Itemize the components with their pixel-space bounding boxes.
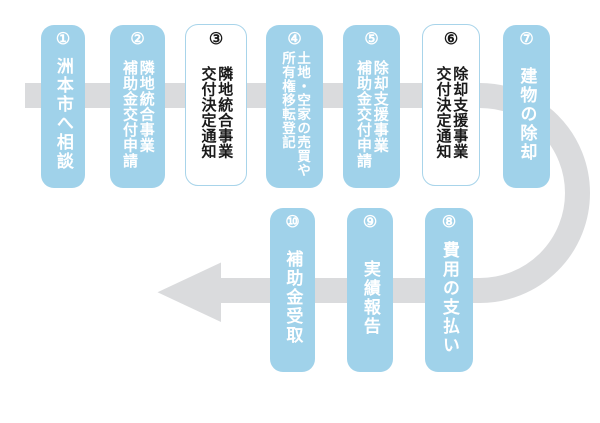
step-number: ⑤ <box>364 31 379 48</box>
step-label: 実績報告 <box>360 259 380 336</box>
step-label: 補助金交付申請 <box>355 59 372 169</box>
step-label: 費用の支払い <box>439 240 459 355</box>
step-box-10: ⑩ 補助金受取 <box>270 208 315 372</box>
step-box-1: ① 洲本市へ相談 <box>41 25 85 188</box>
step-number: ⑦ <box>519 31 534 48</box>
step-box-4: ④ 土地・空家の売買や 所有権移転登記 <box>266 25 323 188</box>
step-label: 隣地統合事業 <box>137 59 155 153</box>
step-box-7: ⑦ 建物の除却 <box>503 25 550 188</box>
step-box-3: ③ 隣地統合事業 交付決定通知 <box>185 24 247 186</box>
step-box-5: ⑤ 除却支援事業 補助金交付申請 <box>343 25 400 188</box>
step-label: 土地・空家の売買や <box>295 51 311 177</box>
step-box-8: ⑧ 費用の支払い <box>425 208 473 372</box>
step-label: 除却支援事業 <box>451 66 469 159</box>
step-number: ② <box>130 31 145 48</box>
step-label: 交付決定通知 <box>199 66 217 159</box>
step-label: 補助金交付申請 <box>121 59 138 169</box>
step-box-9: ⑨ 実績報告 <box>347 208 393 372</box>
step-number: ⑨ <box>362 214 378 231</box>
step-label: 洲本市へ相談 <box>53 57 73 171</box>
step-number: ⑥ <box>443 31 459 48</box>
step-number: ① <box>55 31 71 48</box>
step-number: ③ <box>208 31 224 48</box>
step-label: 除却支援事業 <box>371 59 389 153</box>
step-label: 交付決定通知 <box>434 66 452 159</box>
step-label: 隣地統合事業 <box>216 66 234 159</box>
step-label: 補助金受取 <box>283 250 303 345</box>
step-label: 所有権移転登記 <box>280 51 295 149</box>
step-label: 建物の除却 <box>517 66 537 162</box>
flow-arrowhead <box>157 262 221 322</box>
step-box-2: ② 隣地統合事業 補助金交付申請 <box>110 25 165 188</box>
step-number: ⑧ <box>441 214 457 231</box>
step-number: ④ <box>287 31 302 48</box>
step-number: ⑩ <box>285 214 300 231</box>
step-box-6: ⑥ 除却支援事業 交付決定通知 <box>422 24 480 186</box>
